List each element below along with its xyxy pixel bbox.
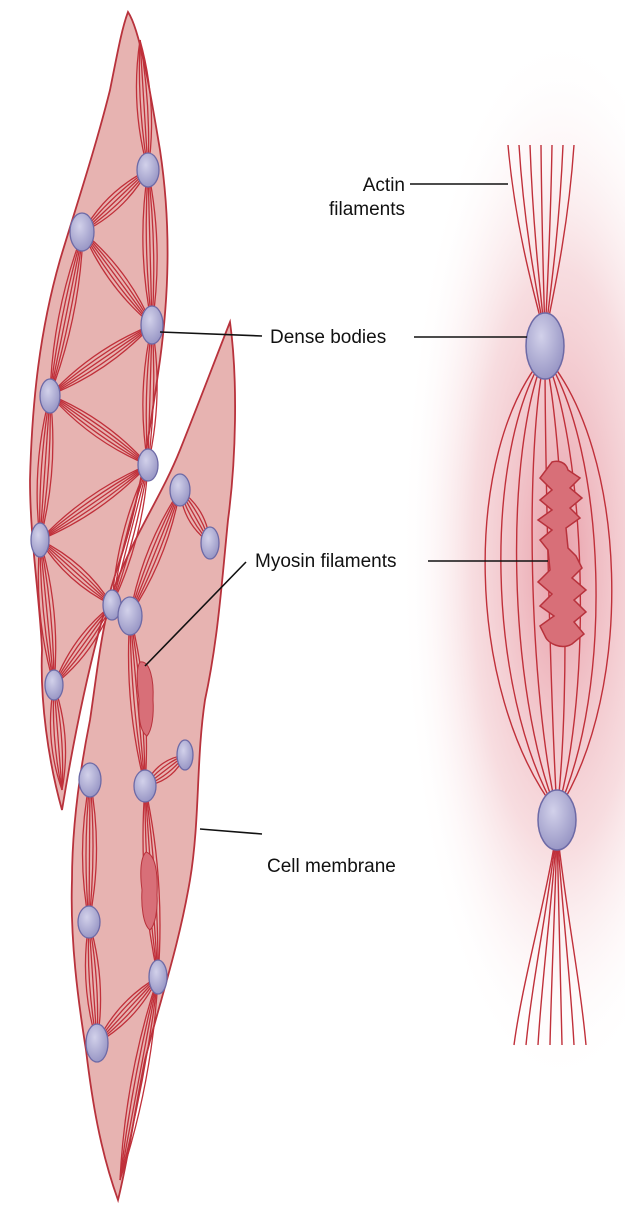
unit-actin-filament: [556, 827, 563, 1046]
cell-actin-filament: [111, 464, 149, 606]
unit-actin-filament: [556, 827, 575, 1046]
dense-body: [148, 959, 168, 995]
dense-body: [176, 739, 194, 771]
cell-actin-filament: [111, 464, 149, 606]
cell-actin-filament: [144, 785, 161, 978]
cell-actin-filament: [111, 464, 149, 606]
cell-actin-filament: [119, 976, 159, 1181]
unit-actin-filament: [500, 354, 558, 813]
cell-upper: [29, 10, 169, 811]
label-dense-bodies: Dense bodies: [270, 327, 386, 348]
unit-actin-filament: [544, 354, 597, 813]
dense-body-unit-bottom: [537, 789, 577, 851]
unit-actin-filament: [484, 354, 558, 813]
cell-actin-filament: [111, 464, 149, 606]
unit-actin-filament: [531, 354, 558, 813]
dense-body: [44, 669, 64, 701]
cell-actin-filament: [39, 464, 149, 541]
label-cell-membrane: Cell membrane: [267, 856, 396, 877]
smooth-muscle-cells: [29, 10, 236, 1204]
leader-membrane: [199, 828, 263, 835]
myosin-filament-small: [136, 661, 154, 737]
myosin-filament-large: [536, 460, 588, 648]
cell-actin-filament: [49, 394, 149, 466]
cell-actin-filament: [49, 231, 84, 396]
dense-body: [77, 905, 101, 939]
dense-body: [39, 378, 61, 414]
leader-dense-left: [159, 331, 263, 337]
cell-actin-filament: [119, 976, 159, 1181]
unit-actin-filament: [556, 827, 587, 1046]
dense-body: [30, 522, 50, 558]
cell-actin-filament: [119, 976, 159, 1181]
cell-actin-filament: [39, 464, 149, 541]
cell-actin-filament: [111, 464, 149, 606]
dense-body: [133, 769, 157, 803]
myosin-filament-small: [140, 851, 158, 931]
unit-actin-filament: [537, 827, 558, 1046]
label-actin-line1: Actin: [363, 175, 405, 196]
dense-body: [137, 448, 159, 482]
unit-actin-filament: [525, 827, 558, 1046]
dense-body: [85, 1023, 109, 1063]
dense-body: [69, 212, 95, 252]
cell-actin-filament: [49, 394, 149, 466]
cell-actin-filament: [49, 324, 153, 396]
cell-actin-filament: [49, 394, 149, 466]
cell-actin-filament: [49, 324, 153, 396]
dense-body-unit-top: [525, 312, 565, 380]
dense-body: [78, 762, 102, 798]
cell-actin-filament: [49, 394, 149, 466]
unit-actin-filament: [544, 354, 613, 813]
dense-body: [140, 305, 164, 345]
label-myosin-filaments: Myosin filaments: [255, 551, 397, 572]
unit-actin-filament: [544, 354, 582, 813]
dense-body: [169, 473, 191, 507]
cell-actin-filament: [119, 976, 159, 1181]
cell-actin-filament: [49, 324, 153, 396]
label-actin-line2: filaments: [329, 199, 405, 220]
dense-body: [200, 526, 220, 560]
cell-actin-filament: [39, 464, 149, 541]
unit-actin-filament: [515, 354, 558, 813]
cell-actin-filament: [49, 324, 153, 396]
leader-myosin-left: [144, 561, 247, 667]
leader-lines: [144, 183, 548, 835]
dense-body: [136, 152, 160, 188]
contractile-unit: [400, 30, 625, 1090]
cell-actin-filament: [127, 614, 146, 787]
cell-actin-filament: [39, 464, 149, 541]
unit-actin-filament: [549, 827, 558, 1046]
cell-actin-filament: [39, 539, 57, 686]
cell-actin-filament: [119, 976, 159, 1181]
unit-actin-filament: [513, 827, 558, 1046]
dense-body: [117, 596, 143, 636]
cell-actin-filament: [39, 464, 149, 541]
